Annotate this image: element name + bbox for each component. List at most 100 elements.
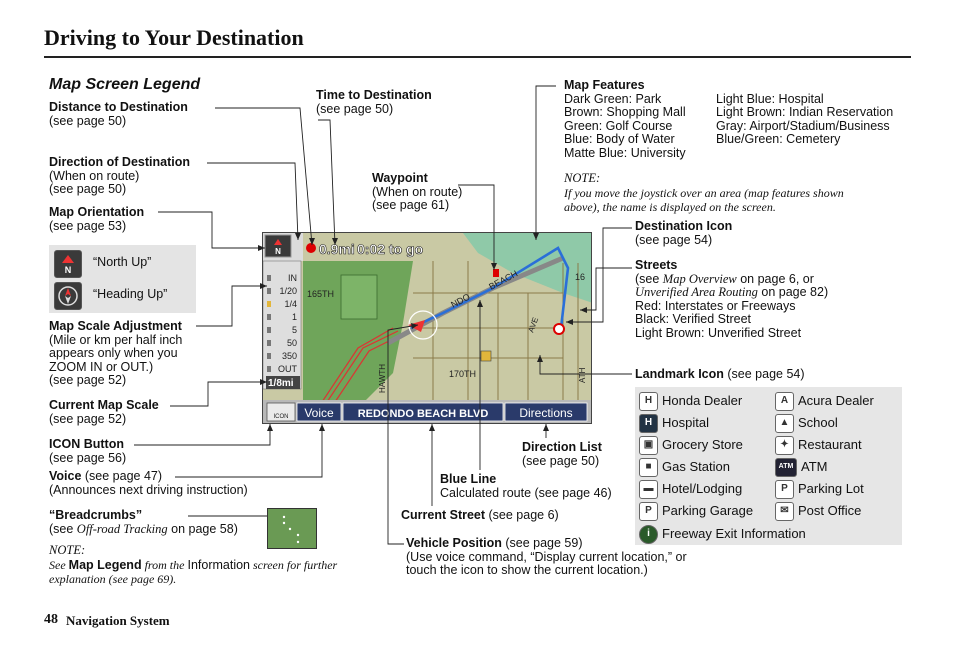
orientation-legend: N “North Up” “Heading Up” <box>49 245 196 313</box>
svg-text:N: N <box>275 247 281 256</box>
street-label: 170TH <box>449 369 476 379</box>
distance-readout: 0.9mi <box>319 241 355 257</box>
callout-line: (see page 53) <box>49 218 127 233</box>
footer-section: Navigation System <box>66 613 170 628</box>
page-title: Driving to Your Destination <box>44 25 304 50</box>
landmark-label: Honda Dealer <box>662 393 743 409</box>
current-street-label: REDONDO BEACH BLVD <box>358 408 489 420</box>
feature-item: Blue: Body of Water <box>564 132 675 146</box>
atm-icon: ATM <box>775 457 797 477</box>
feature-item: Matte Blue: University <box>564 145 686 160</box>
callout-line: Calculated route (see page 46) <box>440 485 612 500</box>
map-features-col1: Dark Green: Park Brown: Shopping Mall Gr… <box>564 92 686 161</box>
title-rule <box>44 56 911 58</box>
callout-title: Map Scale Adjustment <box>49 319 182 333</box>
current-scale-box <box>266 376 300 389</box>
callout-line: appears only when you <box>49 346 178 360</box>
callout-icon-button: ICON Button (see page 56) <box>49 437 126 465</box>
scale-label: IN <box>288 273 297 283</box>
note-line: If you move the joystick over an area (m… <box>564 185 844 200</box>
landmark-label: Freeway Exit Information <box>662 526 806 542</box>
scale-tick <box>267 288 271 294</box>
callout-waypoint: Waypoint (When on route) (see page 61) <box>372 171 462 213</box>
landmark-item: ▲School <box>775 413 838 433</box>
callout-text: (see <box>49 521 77 536</box>
callout-title: Direction of Destination <box>49 155 190 169</box>
feature-item: Blue/Green: Cemetery <box>716 132 841 146</box>
callout-line: Light Brown: Unverified Street <box>635 325 802 340</box>
scale-label: 50 <box>287 338 297 348</box>
scale-label: 1/20 <box>279 286 297 296</box>
callout-line: ZOOM IN or OUT.) <box>49 359 154 374</box>
landmark-item: ▬Hotel/Lodging <box>639 479 742 499</box>
callout-title: Direction List <box>522 440 602 454</box>
callout-italic: Map Overview <box>662 271 737 286</box>
note-text: See <box>49 557 69 572</box>
callout-map-scale-adjustment: Map Scale Adjustment (Mile or km per hal… <box>49 319 182 388</box>
post-office-icon: ✉ <box>775 501 794 521</box>
callout-destination-icon: Destination Icon (see page 54) <box>635 219 732 247</box>
note-heading: NOTE: <box>564 171 601 185</box>
callout-streets: Streets (see Map Overview on page 6, or … <box>635 258 828 340</box>
voice-button-label: Voice <box>304 406 334 420</box>
callout-distance-to-destination: Distance to Destination (see page 50) <box>49 100 188 128</box>
parking-garage-icon: P <box>639 501 658 521</box>
directions-button[interactable] <box>504 402 588 422</box>
callout-line: touch the icon to show the current locat… <box>406 563 648 577</box>
feature-item: Light Blue: Hospital <box>716 91 824 106</box>
landmark-item: ✦Restaurant <box>775 435 862 455</box>
callout-line: Black: Verified Street <box>635 312 752 326</box>
callout-title: Time to Destination <box>316 88 432 102</box>
feature-item: Brown: Shopping Mall <box>564 105 686 119</box>
school-icon: ▲ <box>775 413 794 433</box>
callout-title: Voice <box>49 469 82 483</box>
scale-tick <box>267 301 271 307</box>
note-line: explanation (see page 69). <box>49 571 177 586</box>
callout-suffix: (see page 6) <box>485 508 559 522</box>
landmark-label: Restaurant <box>798 437 862 453</box>
landmark-label: Hospital <box>662 415 709 431</box>
voice-button[interactable] <box>296 402 342 422</box>
callout-line: (see page 50) <box>316 101 394 116</box>
hospital-icon: H <box>639 413 658 433</box>
landmark-label: Parking Garage <box>662 503 754 519</box>
landmark-marker <box>480 350 492 362</box>
page-number: 48 <box>44 612 58 627</box>
scale-label: 5 <box>292 325 297 335</box>
street-label: 16 <box>575 272 585 282</box>
feature-item: Gray: Airport/Stadium/Business <box>716 118 890 133</box>
note-right: NOTE: If you move the joystick over an a… <box>564 171 909 214</box>
callout-suffix: (see page 54) <box>723 367 805 381</box>
scale-tick <box>267 340 271 346</box>
callout-text: (see <box>635 271 663 286</box>
callout-line: (see page 61) <box>372 198 450 212</box>
scale-tick <box>267 366 271 372</box>
note-plain: Information <box>187 557 250 572</box>
callout-title: Waypoint <box>372 171 428 185</box>
callout-line: Red: Interstates or Freeways <box>635 298 796 313</box>
icon-button[interactable] <box>266 402 296 422</box>
callout-title: Current Street <box>401 508 486 522</box>
waypoint-marker <box>493 269 499 277</box>
callout-direction-of-destination: Direction of Destination (When on route)… <box>49 155 190 197</box>
landmark-label: Grocery Store <box>662 437 743 453</box>
callout-current-map-scale: Current Map Scale (see page 52) <box>49 398 159 426</box>
callout-title: Landmark Icon <box>635 367 724 381</box>
note-bold: Map Legend <box>68 557 142 572</box>
landmark-label: Gas Station <box>662 459 730 475</box>
building-block <box>340 274 378 320</box>
note-line: above), the name is displayed on the scr… <box>564 199 776 214</box>
map-features: Map Features Dark Green: Park Brown: Sho… <box>564 78 914 163</box>
callout-title: Vehicle Position <box>406 536 502 550</box>
callout-line: (see page 52) <box>49 373 127 387</box>
street-label: 165TH <box>307 289 334 299</box>
callout-line: (see page 50) <box>49 113 127 128</box>
callout-title: “Breadcrumbs” <box>49 508 143 522</box>
callout-line: (Use voice command, “Display current loc… <box>406 549 687 564</box>
breadcrumbs-sample <box>267 508 317 549</box>
hotel-icon: ▬ <box>639 479 658 499</box>
